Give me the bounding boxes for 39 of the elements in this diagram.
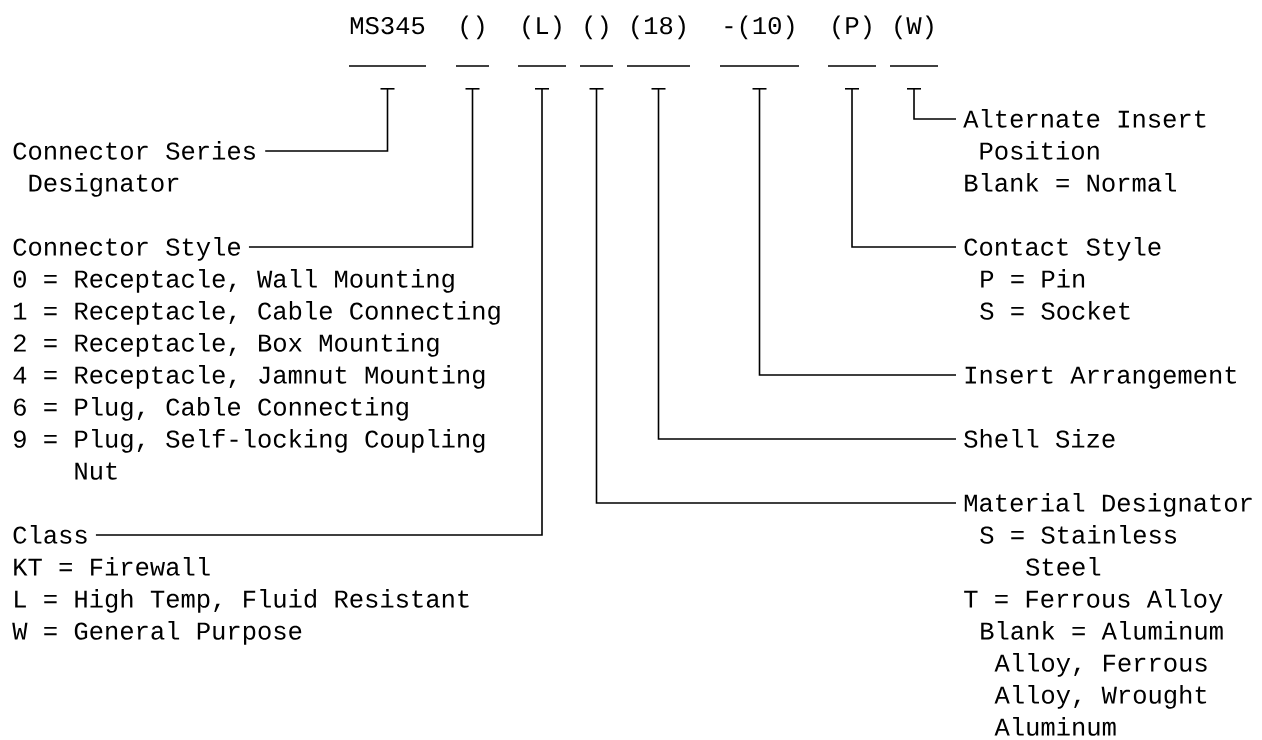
field-name: Material Designator	[964, 493, 1252, 517]
part-code: ()	[455, 15, 490, 90]
option-text: 6 = Plug, Cable Connecting	[14, 397, 408, 421]
option-text: 0 = Receptacle, Wall Mounting	[13, 269, 454, 293]
option-text: 9 = Plug, Self-locking Coupling Nut	[13, 429, 485, 480]
option-text: Blank = Aluminum Alloy, Ferrous Alloy, Wrought Aluminum	[981, 621, 1223, 736]
part-code: MS345	[348, 16, 427, 90]
leader-line	[595, 87, 957, 504]
option-text: 2 = Receptacle, Box Mounting	[14, 333, 439, 357]
option-text: L = High Temp, Fluid Resistant	[15, 589, 469, 613]
leader-line	[264, 87, 389, 152]
option-text: T = Ferrous Alloy	[964, 589, 1223, 613]
field-name: Connector Style	[13, 237, 241, 261]
part-code: (W)	[889, 15, 939, 90]
part-code: (L)	[517, 15, 567, 90]
leader-line	[248, 87, 474, 248]
leader-line	[851, 87, 957, 248]
option-text: 4 = Receptacle, Jamnut Mounting	[13, 365, 485, 389]
leader-line	[657, 87, 957, 440]
part-code: ()	[579, 15, 614, 90]
field-name: Alternate Insert Position	[963, 109, 1206, 160]
field-name: Shell Size	[964, 429, 1115, 448]
leader-line	[913, 87, 957, 120]
part-code: (18)	[626, 15, 691, 90]
part-code: -(10)	[719, 15, 800, 90]
option-text: S = Socket	[980, 301, 1130, 320]
part-code: (P)	[827, 15, 877, 90]
option-text: P = Pin	[981, 269, 1085, 288]
option-text: S = Stainless Steel	[980, 525, 1176, 576]
leader-line	[758, 87, 957, 376]
field-name: Class	[13, 525, 87, 544]
option-text: W = General Purpose	[12, 621, 302, 645]
field-name: Insert Arrangement	[965, 366, 1236, 389]
leader-line	[95, 87, 543, 536]
option-text: 1 = Receptacle, Cable Connecting	[14, 301, 500, 325]
field-name: Contact Style	[964, 237, 1161, 261]
option-text: KT = Firewall	[14, 557, 210, 576]
field-name: Connector Series Designator	[13, 141, 255, 197]
option-text: Blank = Normal	[965, 173, 1176, 192]
